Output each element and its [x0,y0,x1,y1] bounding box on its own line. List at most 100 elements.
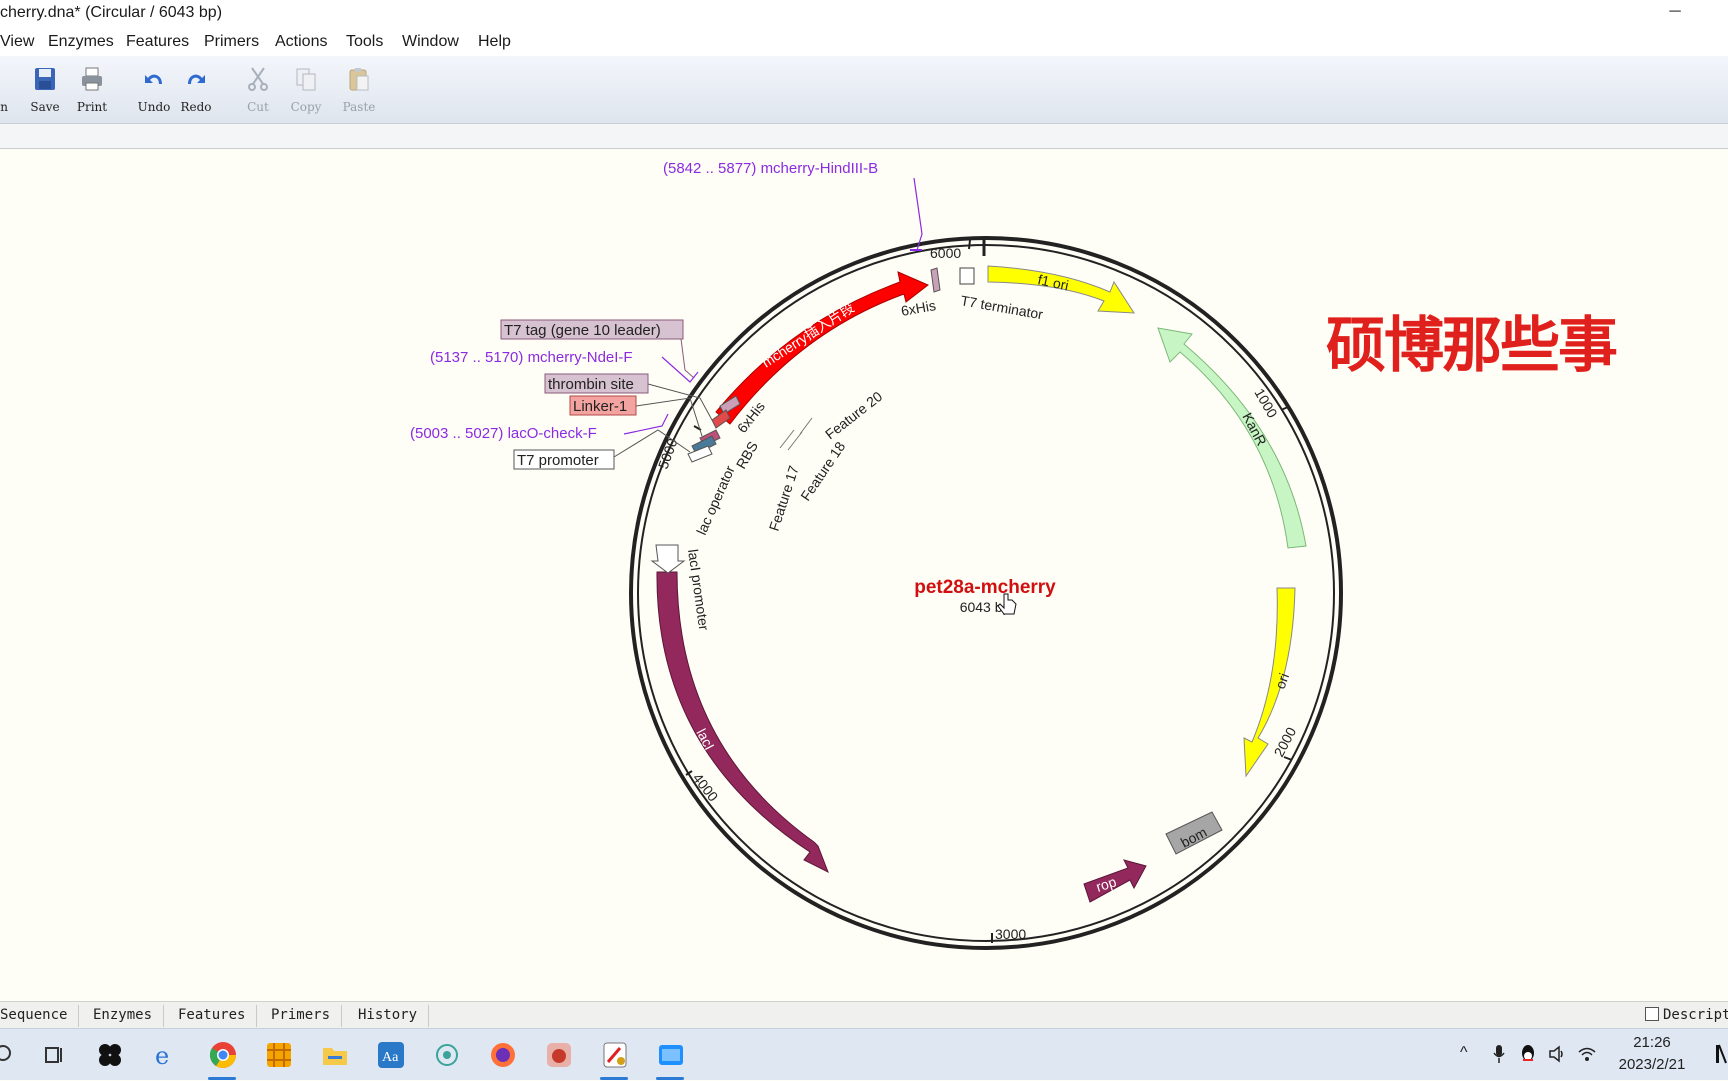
feature-18-label: Feature 18 [797,438,848,503]
taskbar-app-s[interactable] [81,1029,137,1081]
feature-box-t7tag[interactable] [500,319,684,340]
network-app-icon [436,1044,458,1066]
backbone-outer [629,236,1343,950]
feature-box-t7promoter[interactable] [513,449,615,470]
window-title: cherry.dna* (Circular / 6043 bp) [0,4,223,21]
taskbar-files[interactable] [642,1029,698,1081]
feature-ori-label: ori [1272,671,1292,691]
notification-icon[interactable] [1714,1043,1728,1065]
tab-primers[interactable]: Primers [260,1005,343,1027]
feature-rbs-label: RBS [733,439,761,472]
plasmid-map: 6000 1000 2000 3000 4000 5000 mcherry插入片… [410,160,1343,950]
taskbar: e Aa ^ 21:26 2023/2/21 [0,1028,1728,1080]
tab-enzymes[interactable]: Enzymes [82,1005,165,1027]
feature-laci-promoter-label: lacI promoter [685,548,712,631]
menu-actions[interactable]: Actions [275,33,328,50]
redo-icon [188,74,205,84]
feature-6xhis-top[interactable] [930,267,941,293]
cut-button-label: Cut [247,100,269,114]
tab-history[interactable]: History [347,1005,430,1027]
taskbar-dictionary[interactable]: Aa [362,1029,418,1081]
taskbar-task-view[interactable] [25,1029,81,1081]
plasmid-map-view[interactable]: 6000 1000 2000 3000 4000 5000 mcherry插入片… [0,149,1728,1057]
save-button-label: Save [30,100,60,114]
taskbar-disk-app[interactable] [530,1029,586,1081]
cut-button[interactable]: Cut [233,62,283,120]
menu-primers[interactable]: Primers [204,33,260,50]
feature-t7-promoter[interactable] [687,445,713,463]
feature-bom[interactable] [1165,811,1223,855]
secondary-toolbar [0,124,1728,149]
qq-icon[interactable] [1520,1044,1536,1064]
feature-f1-ori[interactable] [987,265,1135,314]
toolbar: n Save Print Undo Redo Cut Copy Paste [0,56,1728,124]
feature-kanr[interactable] [1157,327,1307,549]
print-icon [82,67,102,91]
taskbar-explorer[interactable] [306,1029,362,1081]
undo-icon [145,74,162,84]
wifi-icon[interactable] [1578,1044,1596,1064]
feature-laci-promoter[interactable] [650,544,686,574]
minimize-button[interactable]: ─ [1669,3,1681,20]
taskbar-snapgene[interactable] [586,1029,642,1081]
save-icon [35,68,55,90]
paste-button[interactable]: Paste [334,62,384,120]
description-toggle[interactable]: Descript [1645,1007,1728,1023]
tray-chevron-icon[interactable]: ^ [1460,1044,1468,1061]
feature-thrombin[interactable] [711,409,731,429]
description-checkbox[interactable] [1645,1007,1659,1021]
feature-mcherry-insert[interactable] [715,271,929,425]
feature-17-mark [779,429,795,449]
tab-sequence[interactable]: Sequence [0,1005,80,1027]
feature-20-label: Feature 20 [822,388,885,442]
redo-button[interactable]: Redo [171,62,221,120]
taskbar-network-app[interactable] [418,1029,474,1081]
search-icon [0,1045,11,1061]
feature-ori[interactable] [1243,587,1296,778]
menu-window[interactable]: Window [402,33,459,50]
tick-mark-2000 [1283,756,1293,761]
menu-help[interactable]: Help [478,33,511,50]
taskbar-chrome[interactable] [194,1029,250,1081]
paste-icon [349,68,369,91]
menu-tools[interactable]: Tools [346,33,384,50]
menu-enzymes[interactable]: Enzymes [48,33,114,50]
volume-icon[interactable] [1548,1044,1566,1064]
feature-box-linker[interactable] [569,395,637,416]
system-clock[interactable]: 21:26 2023/2/21 [1602,1032,1702,1076]
feature-rop[interactable] [1083,859,1147,903]
primer-label-ndei[interactable]: (5137 .. 5170) mcherry-NdeI-F [430,349,633,366]
paste-button-label: Paste [342,100,376,114]
open-button[interactable]: n [0,62,8,120]
copy-icon [296,68,316,91]
feature-t7-terminator[interactable] [959,267,975,285]
taskbar-edge[interactable]: e [138,1029,194,1081]
feature-17-label: Feature 17 [766,463,802,533]
feature-label-t7tag: T7 tag (gene 10 leader) [504,322,661,339]
tick-label-4000: 4000 [690,770,722,805]
tick-mark-4000 [685,770,693,776]
copy-button[interactable]: Copy [281,62,331,120]
feature-t7-terminator-label: T7 terminator [959,292,1044,322]
primer-label-hindiii[interactable]: (5842 .. 5877) mcherry-HindIII-B [663,160,878,177]
menu-features[interactable]: Features [126,33,190,50]
chrome-icon [209,1042,237,1069]
feature-laci[interactable] [656,571,829,874]
feature-box-thrombin[interactable] [544,373,649,394]
print-button[interactable]: Print [67,62,117,120]
microphone-icon[interactable] [1492,1044,1506,1064]
taskbar-search[interactable] [0,1029,32,1081]
menu-view[interactable]: View [0,33,35,50]
undo-button[interactable]: Undo [129,62,179,120]
tick-label-3000: 3000 [995,926,1026,942]
primer-label-laco[interactable]: (5003 .. 5027) lacO-check-F [410,425,597,442]
explorer-icon [323,1048,347,1065]
feature-6xhis-left[interactable] [719,395,741,415]
task-view-icon [45,1047,62,1063]
clock-date: 2023/2/21 [1618,1056,1686,1073]
taskbar-firefox[interactable] [474,1029,530,1081]
firefox-icon [491,1043,515,1067]
taskbar-grid-app[interactable] [250,1029,306,1081]
save-button[interactable]: Save [20,62,70,120]
tab-features[interactable]: Features [167,1005,258,1027]
